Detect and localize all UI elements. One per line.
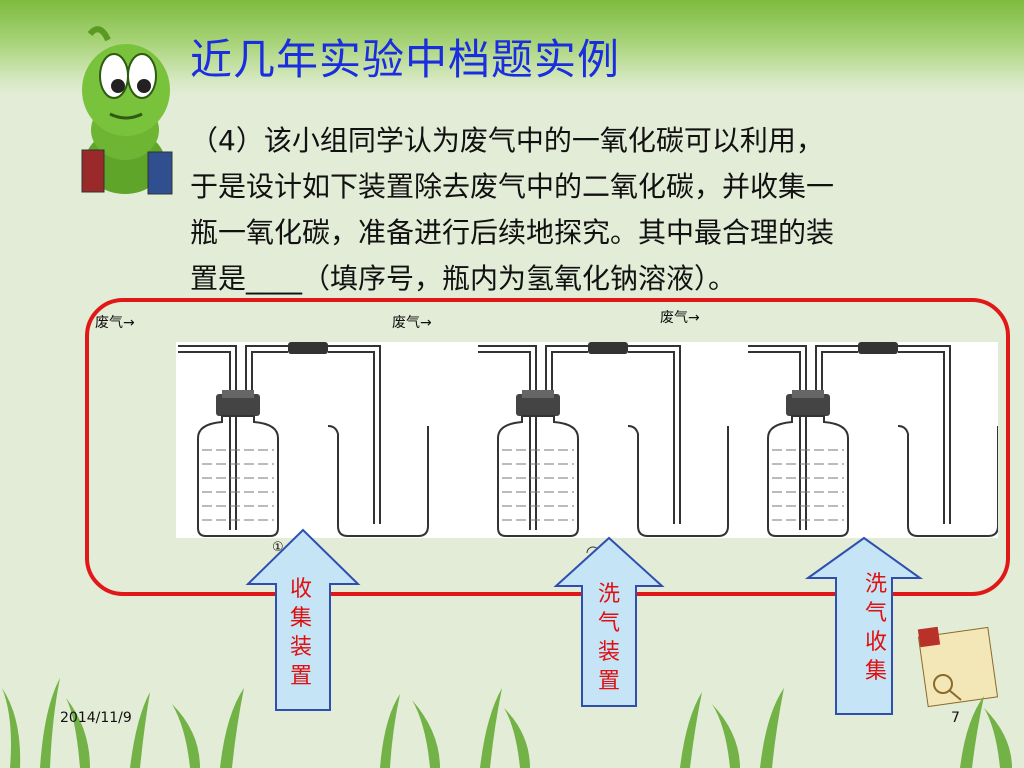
apparatus-diagram (176, 341, 998, 538)
arrow-label: 洗气装置 (597, 582, 620, 694)
up-arrow-icon (553, 536, 665, 707)
question-line: 于是设计如下装置除去废气中的二氧化碳，并收集一 (190, 170, 835, 203)
question-line: 瓶一氧化碳，准备进行后续地探究。其中最合理的装 (190, 216, 835, 249)
arrow-label: 收集装置 (289, 577, 312, 689)
top-banner (0, 0, 1024, 96)
up-arrow-icon (804, 536, 924, 715)
gas-inlet-label: 废气→ (392, 315, 432, 331)
gas-inlet-label: 废气→ (95, 315, 135, 331)
options-frame (85, 298, 1010, 596)
notebook-decoration-icon (917, 626, 999, 708)
arrow-label: 洗气收集 (864, 572, 887, 684)
slide-title: 近几年实验中档题实例 (190, 35, 621, 84)
caterpillar-mascot-icon (81, 26, 173, 195)
question-line: 置是____（填序号，瓶内为氢氧化钠溶液）。 (190, 262, 737, 295)
footer-date: 2014/11/9 (60, 710, 132, 726)
grass-decoration-icon (2, 678, 1012, 768)
option-number: ① (272, 540, 284, 555)
gas-inlet-label: 废气→ (660, 310, 700, 326)
up-arrow-icon (245, 528, 361, 711)
question-line: （4）该小组同学认为废气中的一氧化碳可以利用， (190, 124, 824, 157)
footer-page-number: 7 (951, 710, 960, 726)
question-text: （4）该小组同学认为废气中的一氧化碳可以利用， 于是设计如下装置除去废气中的二氧… (190, 118, 990, 302)
